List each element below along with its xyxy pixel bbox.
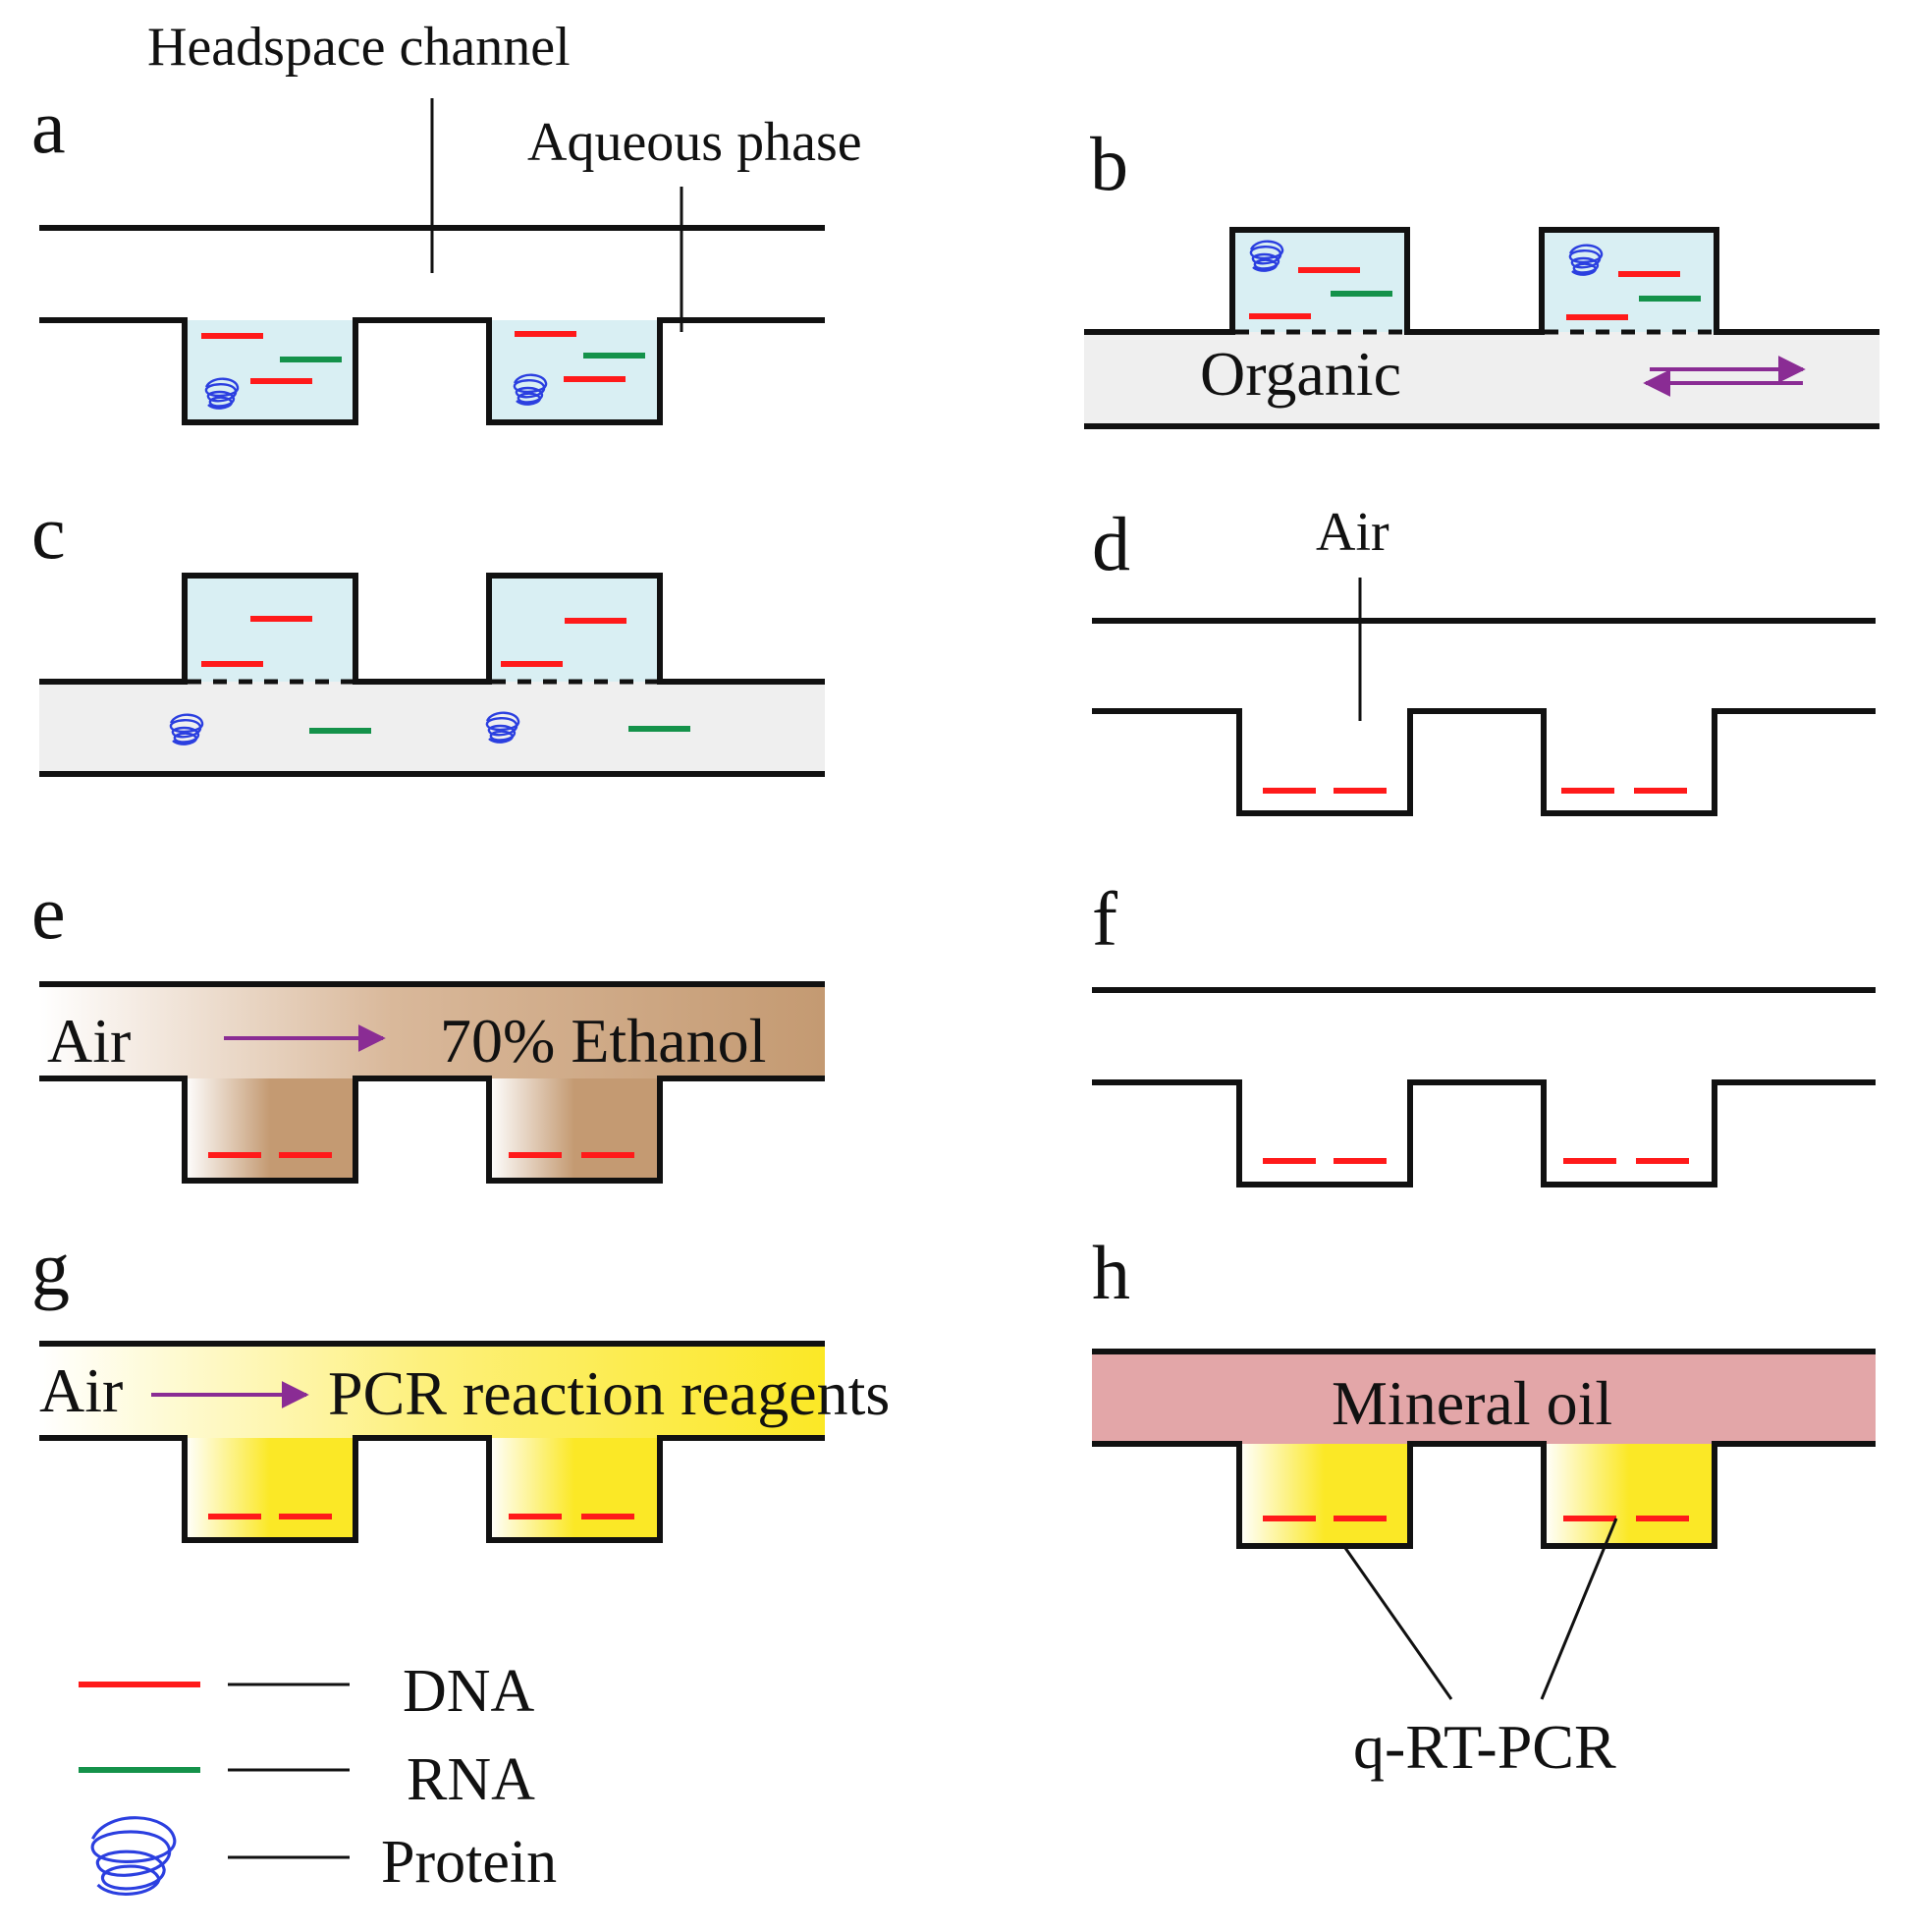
air-label: Air bbox=[47, 1006, 131, 1076]
pcr-channel-fill bbox=[39, 1344, 825, 1438]
mineral-oil-fill bbox=[1092, 1352, 1876, 1444]
pcr-well-2 bbox=[1544, 1444, 1715, 1546]
pcr-well-1 bbox=[185, 1438, 355, 1540]
qpcr-pointer-line bbox=[1540, 1518, 1618, 1700]
panel-letter-e: e bbox=[31, 869, 66, 955]
channel-bottom-wall bbox=[39, 1076, 825, 1184]
legend-label-rna: RNA bbox=[407, 1746, 535, 1813]
panel-letter-c: c bbox=[31, 489, 66, 575]
legend-label-protein: Protein bbox=[381, 1829, 557, 1896]
panel-letter-b: b bbox=[1090, 121, 1128, 206]
headspace-channel-label: Headspace channel bbox=[147, 17, 571, 78]
panel-b: b Organic bbox=[1084, 121, 1879, 429]
panel-letter-g: g bbox=[31, 1226, 70, 1311]
qpcr-pointer-line bbox=[1343, 1547, 1453, 1700]
channel-bottom-wall bbox=[39, 317, 825, 425]
organic-phase-fill bbox=[1084, 332, 1879, 426]
ethanol-well-1 bbox=[185, 1078, 355, 1181]
channel-bottom-wall bbox=[1092, 1441, 1876, 1549]
aqueous-phase-label: Aqueous phase bbox=[527, 112, 862, 173]
air-label: Air bbox=[39, 1355, 123, 1425]
pcr-reagents-label: PCR reaction reagents bbox=[328, 1358, 890, 1428]
panel-h: h Mineral oil q-RT-PCR bbox=[1092, 1230, 1876, 1782]
legend: DNA RNA Protein bbox=[79, 1658, 557, 1896]
mineral-oil-label: Mineral oil bbox=[1332, 1368, 1612, 1438]
protein-coil-icon bbox=[90, 1816, 177, 1896]
air-label: Air bbox=[1316, 502, 1389, 563]
panel-letter-a: a bbox=[31, 83, 66, 169]
panel-e: e Air 70% Ethanol bbox=[31, 869, 825, 1184]
channel-bottom-wall bbox=[39, 1435, 825, 1543]
channel-upper-wall bbox=[39, 573, 825, 685]
panel-g: g Air PCR reaction reagents bbox=[31, 1226, 890, 1543]
channel-upper-wall bbox=[1084, 227, 1879, 335]
panel-letter-f: f bbox=[1092, 876, 1117, 962]
ethanol-label: 70% Ethanol bbox=[440, 1006, 766, 1076]
pcr-well-1 bbox=[1239, 1444, 1410, 1546]
panel-d: d Air bbox=[1092, 501, 1876, 816]
channel-bottom-wall bbox=[1092, 708, 1876, 816]
panel-letter-d: d bbox=[1092, 501, 1130, 586]
panel-a: a Headspace channel Aqueous phase bbox=[31, 17, 862, 425]
organic-label: Organic bbox=[1200, 339, 1401, 409]
panel-c: c bbox=[31, 489, 825, 777]
panel-f: f bbox=[1092, 876, 1876, 1187]
legend-label-dna: DNA bbox=[403, 1658, 535, 1725]
channel-bottom-wall bbox=[1092, 1079, 1876, 1187]
ethanol-channel-fill bbox=[39, 984, 825, 1078]
qpcr-label: q-RT-PCR bbox=[1353, 1712, 1616, 1782]
panel-letter-h: h bbox=[1092, 1230, 1130, 1315]
aqueous-well-2 bbox=[489, 320, 660, 422]
organic-phase-fill bbox=[39, 682, 825, 774]
pcr-well-2 bbox=[489, 1438, 660, 1540]
ethanol-well-2 bbox=[489, 1078, 660, 1181]
